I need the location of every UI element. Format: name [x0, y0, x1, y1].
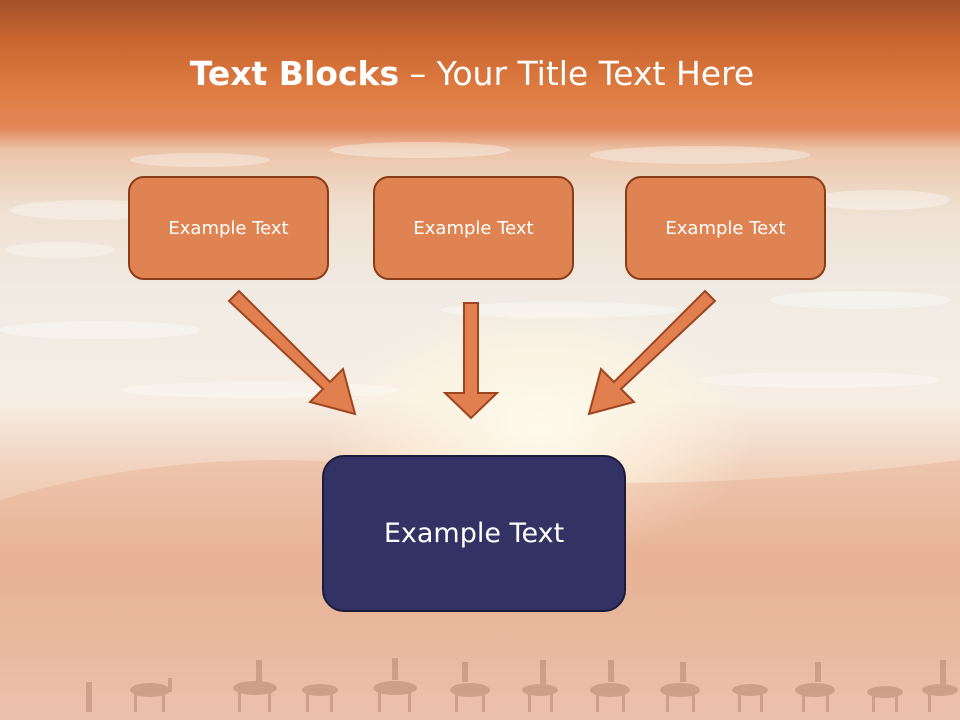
- target-text-block[interactable]: Example Text: [322, 455, 626, 612]
- text-block-right-label: Example Text: [665, 217, 786, 239]
- title-dash: –: [399, 54, 437, 93]
- text-block-left-label: Example Text: [168, 217, 289, 239]
- title-bold: Text Blocks: [189, 54, 400, 93]
- text-block-right[interactable]: Example Text: [625, 176, 826, 280]
- arrow-down-left-icon: [587, 289, 717, 416]
- title-rest: Your Title Text Here: [436, 54, 755, 93]
- arrow-down-icon: [442, 302, 500, 420]
- slide-title: Text Blocks – Your Title Text Here: [0, 54, 944, 93]
- text-block-center[interactable]: Example Text: [373, 176, 574, 280]
- target-text-block-label: Example Text: [383, 518, 565, 549]
- text-block-center-label: Example Text: [413, 217, 534, 239]
- arrow-down-right-icon: [227, 289, 357, 416]
- text-block-left[interactable]: Example Text: [128, 176, 329, 280]
- camel-caravan-silhouette: [86, 658, 958, 712]
